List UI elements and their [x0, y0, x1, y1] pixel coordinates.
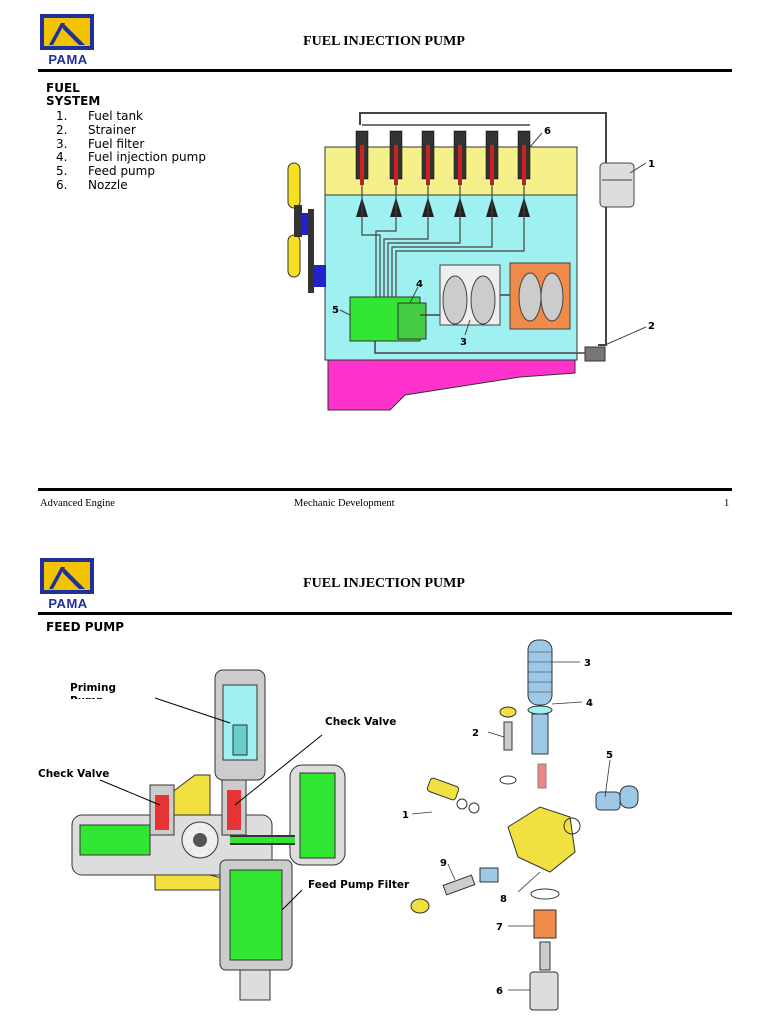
page-number: 1 [724, 498, 730, 509]
exploded-callout-4: 4 [586, 698, 593, 709]
callout-4: 4 [416, 279, 423, 290]
exploded-callout-7: 7 [496, 922, 503, 933]
logo-text: PAMA [48, 52, 88, 67]
logo-text-2: PAMA [48, 596, 88, 611]
pama-logo: PAMA [40, 14, 96, 67]
pama-logo-2: PAMA [40, 558, 96, 611]
label-check-valve-left: Check Valve [38, 768, 110, 780]
list-item: 3.Fuel filter [56, 136, 145, 151]
label-priming-pump: Priming Pump [70, 682, 117, 699]
feed-pump-exploded-view: 3 4 2 5 1 8 9 7 6 [402, 639, 639, 1011]
header-rule [38, 69, 732, 72]
footer-left: Advanced Engine [40, 498, 115, 509]
logo-emblem-2 [40, 558, 94, 594]
list-item: 2.Strainer [56, 122, 136, 137]
footer-rule [38, 488, 732, 491]
section-title: FUEL SYSTEM [46, 81, 101, 108]
exploded-callout-3: 3 [584, 658, 591, 669]
header-rule-2 [38, 612, 732, 615]
exploded-callout-9: 9 [440, 858, 447, 869]
page-title: FUEL INJECTION PUMP [303, 34, 465, 49]
page-title-2: FUEL INJECTION PUMP [303, 576, 465, 591]
section-title-2: FEED PUMP [46, 620, 125, 634]
exploded-callout-2: 2 [472, 728, 479, 739]
exploded-callout-8: 8 [500, 894, 507, 905]
label-feed-pump-filter: Feed Pump Filter [308, 879, 410, 891]
callout-2: 2 [648, 321, 655, 332]
fuel-system-diagram: 6 1 2 3 4 5 [287, 112, 655, 411]
parts-list: 1.Fuel tank 2.Strainer 3.Fuel filter 4.F… [56, 109, 206, 193]
callout-5: 5 [332, 305, 339, 316]
list-item: 1.Fuel tank [56, 109, 143, 123]
feed-pump-cross-section [71, 669, 346, 1001]
exploded-callout-1: 1 [402, 810, 409, 821]
list-item: 4.Fuel injection pump [56, 150, 206, 165]
exploded-callout-6: 6 [496, 986, 503, 997]
callout-1: 1 [648, 159, 655, 170]
logo-emblem [40, 14, 94, 50]
callout-6: 6 [544, 126, 551, 137]
exploded-callout-5: 5 [606, 750, 613, 761]
footer-center: Mechanic Development [294, 498, 395, 509]
list-item: 5.Feed pump [56, 164, 155, 179]
label-check-valve-right: Check Valve [325, 716, 397, 728]
callout-3: 3 [460, 337, 467, 348]
list-item: 6.Nozzle [56, 177, 128, 192]
